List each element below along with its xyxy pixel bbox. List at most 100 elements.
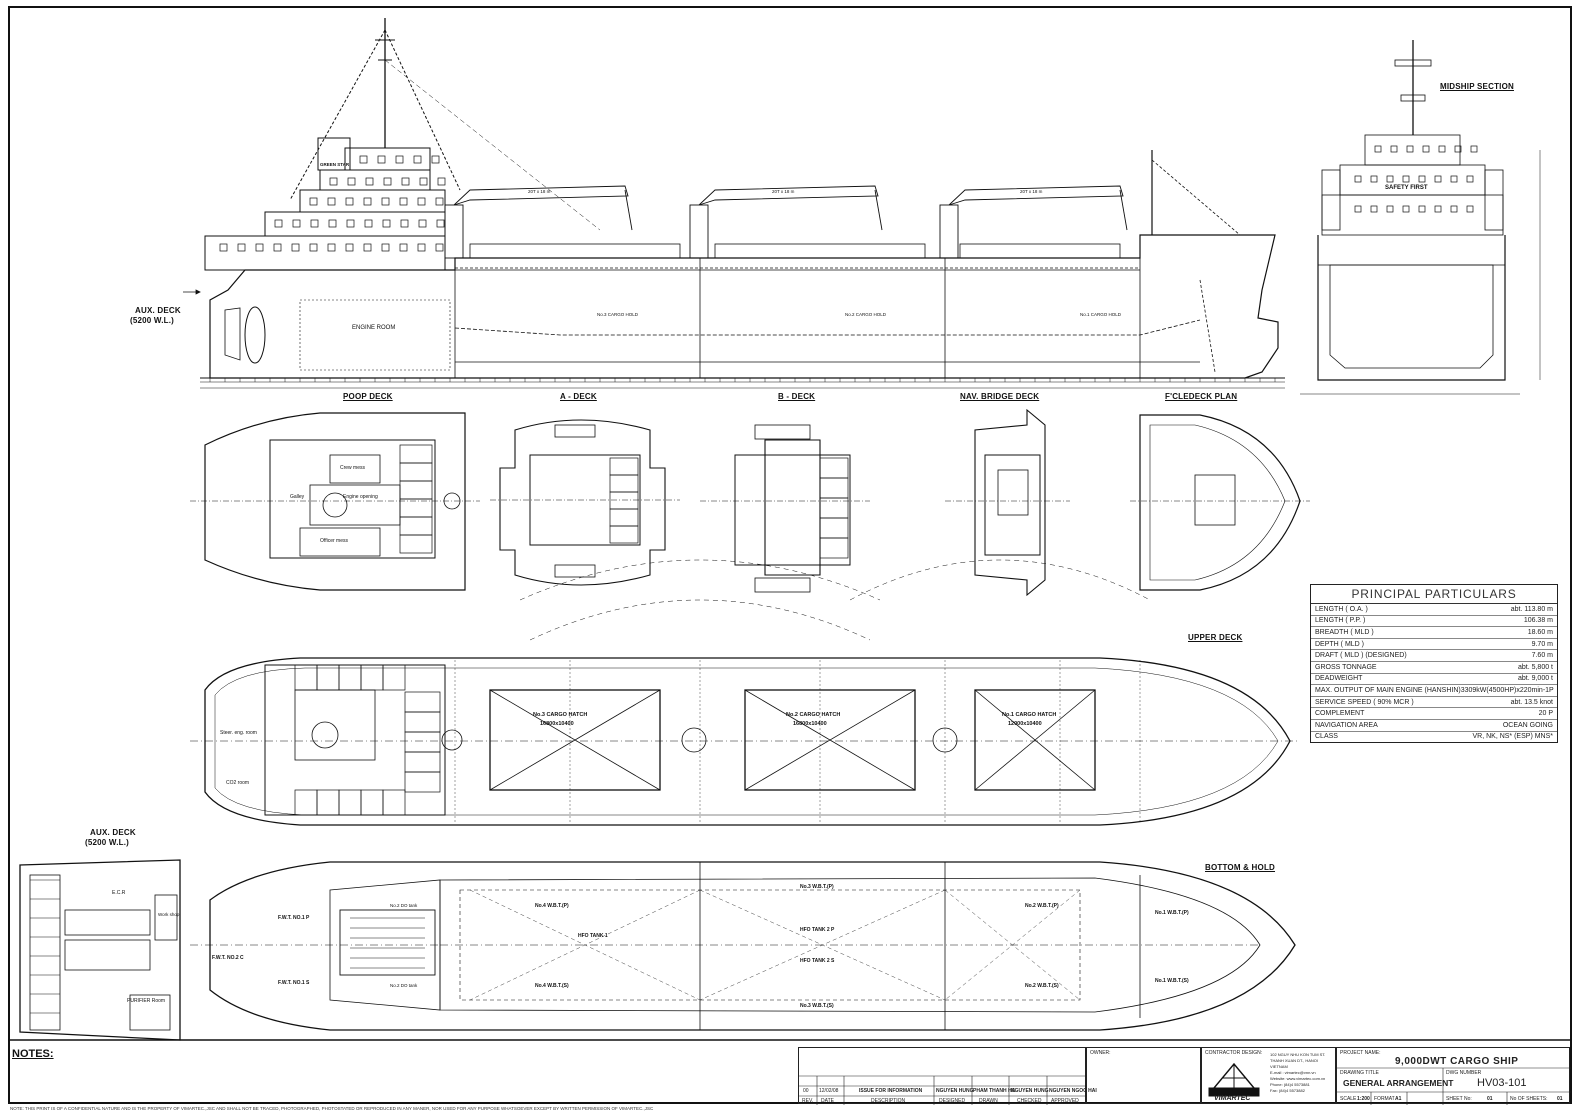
rev-description: ISSUE FOR INFORMATION bbox=[859, 1088, 923, 1094]
label-wbt1s: No.1 W.B.T.(S) bbox=[1155, 978, 1189, 984]
sheets-value: 01 bbox=[1557, 1096, 1563, 1102]
label-ecr: E.C.R bbox=[112, 890, 126, 896]
label-midship-section: MIDSHIP SECTION bbox=[1440, 82, 1514, 91]
poop-deck-plan bbox=[190, 412, 480, 591]
rev-designed: NGUYEN HUNG bbox=[936, 1088, 974, 1094]
label-nav-bridge-deck: NAV. BRIDGE DECK bbox=[960, 392, 1040, 401]
particular-row: COMPLEMENT 20 P bbox=[1311, 708, 1557, 720]
label-aux-deck-plan: AUX. DECK bbox=[90, 828, 136, 837]
label-fwt-s: F.W.T. NO.1 S bbox=[278, 980, 310, 986]
drawing-title-label: DRAWING TITLE bbox=[1340, 1070, 1379, 1076]
label-hold-1: No.1 CARGO HOLD bbox=[1080, 312, 1122, 317]
upper-deck-plan bbox=[190, 657, 1300, 826]
company-address-3: VIETNAM bbox=[1270, 1064, 1288, 1069]
label-hatch-3: No.3 CARGO HATCH bbox=[533, 712, 588, 718]
revision-header: REV. bbox=[802, 1098, 814, 1104]
b-deck-plan bbox=[700, 424, 870, 593]
sheets-label: No OF SHEETS: bbox=[1510, 1096, 1548, 1102]
revision-header: APPROVED bbox=[1051, 1098, 1079, 1104]
drawing-title: GENERAL ARRANGEMENT bbox=[1343, 1078, 1454, 1088]
label-hatch-1-size: 12000x10400 bbox=[1008, 721, 1042, 727]
label-engine-opening-poop: Engine opening bbox=[343, 494, 378, 500]
owner-label: OWNER: bbox=[1090, 1050, 1111, 1056]
label-officer-mess: Officer mess bbox=[320, 538, 348, 544]
label-purifier-room: PURIFIER Room bbox=[127, 998, 166, 1004]
label-hatch-2-size: 16800x10400 bbox=[793, 721, 827, 727]
particular-row: DEPTH ( MLD )9.70 m bbox=[1311, 639, 1557, 651]
particular-row: LENGTH ( O.A. )abt. 113.80 m bbox=[1311, 604, 1557, 616]
particular-value: OCEAN GOING bbox=[1502, 721, 1553, 729]
label-aux-deck-plan-wl: (5200 W.L.) bbox=[85, 838, 129, 847]
label-crane-2: 20T x 18 m bbox=[772, 189, 795, 194]
label-crane-3: 20T x 18 m bbox=[528, 189, 551, 194]
principal-particulars-table: PRINCIPAL PARTICULARS LENGTH ( O.A. )abt… bbox=[1310, 584, 1558, 744]
rev-date: 12/02/08 bbox=[819, 1088, 839, 1094]
company-email: E-mail : vimartec@vnn.vn bbox=[1270, 1070, 1316, 1075]
particular-value: 20 P bbox=[1538, 710, 1553, 718]
particular-value: 18.60 m bbox=[1527, 628, 1553, 636]
particular-label: LENGTH ( P.P. ) bbox=[1315, 617, 1366, 625]
project-title-box: PROJECT NAME: 9,000DWT CARGO SHIP DRAWIN… bbox=[1336, 1047, 1571, 1105]
label-wbt3p: No.3 W.B.T.(P) bbox=[800, 884, 834, 890]
particular-value: 7.60 m bbox=[1531, 652, 1553, 660]
rev-value: 00 bbox=[803, 1088, 809, 1094]
label-b-deck: B - DECK bbox=[778, 392, 816, 401]
scale-label: SCALE bbox=[1340, 1096, 1357, 1102]
fcle-deck-plan bbox=[1130, 414, 1310, 591]
label-wbt4p: No.4 W.B.T.(P) bbox=[535, 903, 569, 909]
particular-value: 106.38 m bbox=[1523, 617, 1553, 625]
particular-row: DEADWEIGHT abt. 9,000 t bbox=[1311, 674, 1557, 686]
label-crew-mess: Crew mess bbox=[340, 465, 366, 471]
label-wbt4s: No.4 W.B.T.(S) bbox=[535, 983, 569, 989]
label-hfo2p: HFO TANK 2 P bbox=[800, 927, 835, 933]
particular-label: COMPLEMENT bbox=[1315, 710, 1365, 718]
particular-label: DEADWEIGHT bbox=[1315, 675, 1363, 683]
label-do-s: No.2 DO tank bbox=[390, 983, 418, 988]
drawing-sheet bbox=[8, 6, 1572, 1104]
label-wbt2s: No.2 W.B.T.(S) bbox=[1025, 983, 1059, 989]
aux-deck-plan bbox=[19, 859, 181, 1041]
company-fax: Fax: (84)4 5573882 bbox=[1270, 1088, 1305, 1093]
midship-section-view bbox=[1300, 40, 1541, 395]
particular-label: CLASS bbox=[1315, 733, 1338, 741]
sheet-label: SHEET No: bbox=[1446, 1096, 1472, 1102]
a-deck-plan bbox=[490, 419, 680, 586]
label-hold-2: No.2 CARGO HOLD bbox=[845, 312, 887, 317]
label-hfo2s: HFO TANK 2 S bbox=[800, 958, 835, 964]
particular-value: 3309kW(4500HP)x220min-1P bbox=[1460, 686, 1554, 694]
label-upper-deck: UPPER DECK bbox=[1188, 633, 1243, 642]
label-co2-room: CO2 room bbox=[226, 780, 250, 786]
revision-header: DESCRIPTION bbox=[871, 1098, 906, 1104]
company-phone: Phone: (84)4 5573881 bbox=[1270, 1082, 1310, 1087]
label-hold-3: No.3 CARGO HOLD bbox=[597, 312, 639, 317]
format-value: A1 bbox=[1395, 1096, 1402, 1102]
profile-view bbox=[183, 18, 1285, 389]
revision-header: DESIGNED bbox=[939, 1098, 966, 1104]
bottom-hold-plan bbox=[190, 861, 1296, 1031]
particular-label: BREADTH ( MLD ) bbox=[1315, 628, 1374, 636]
particular-row: BREADTH ( MLD ) 18.60 m bbox=[1311, 627, 1557, 639]
label-safety-first: SAFETY FIRST bbox=[1385, 185, 1428, 191]
format-label: FORMAT bbox=[1374, 1096, 1395, 1102]
label-workshop: Work shop bbox=[158, 912, 180, 917]
project-label: PROJECT NAME: bbox=[1340, 1050, 1381, 1056]
rev-approved: NGUYEN NGOC HAI bbox=[1049, 1088, 1097, 1094]
label-galley: Galley bbox=[290, 494, 305, 500]
project-name: 9,000DWT CARGO SHIP bbox=[1395, 1056, 1519, 1067]
label-fwt-c: F.W.T. NO.2 C bbox=[212, 955, 244, 961]
particular-row: SERVICE SPEED ( 90% MCR )abt. 13.5 knot bbox=[1311, 697, 1557, 709]
contractor-label: CONTRACTOR DESIGN: bbox=[1205, 1050, 1263, 1056]
label-engine-room: ENGINE ROOM bbox=[352, 325, 396, 331]
particular-value: VR, NK, NS* (ESP) MNS* bbox=[1472, 733, 1553, 741]
revision-header: DATE bbox=[821, 1098, 834, 1104]
sheet-value: 01 bbox=[1487, 1096, 1493, 1102]
particular-label: GROSS TONNAGE bbox=[1315, 663, 1377, 671]
particular-label: DRAFT ( MLD ) (DESIGNED) bbox=[1315, 652, 1407, 660]
particular-value: abt. 9,000 t bbox=[1517, 675, 1553, 683]
company-address-1: 102 NGUY NHU KON TUM ST. bbox=[1270, 1052, 1326, 1057]
label-hatch-2: No.2 CARGO HATCH bbox=[786, 712, 841, 718]
particular-label: LENGTH ( O.A. ) bbox=[1315, 605, 1368, 613]
label-steer-room: Steer. eng. room bbox=[220, 730, 257, 736]
